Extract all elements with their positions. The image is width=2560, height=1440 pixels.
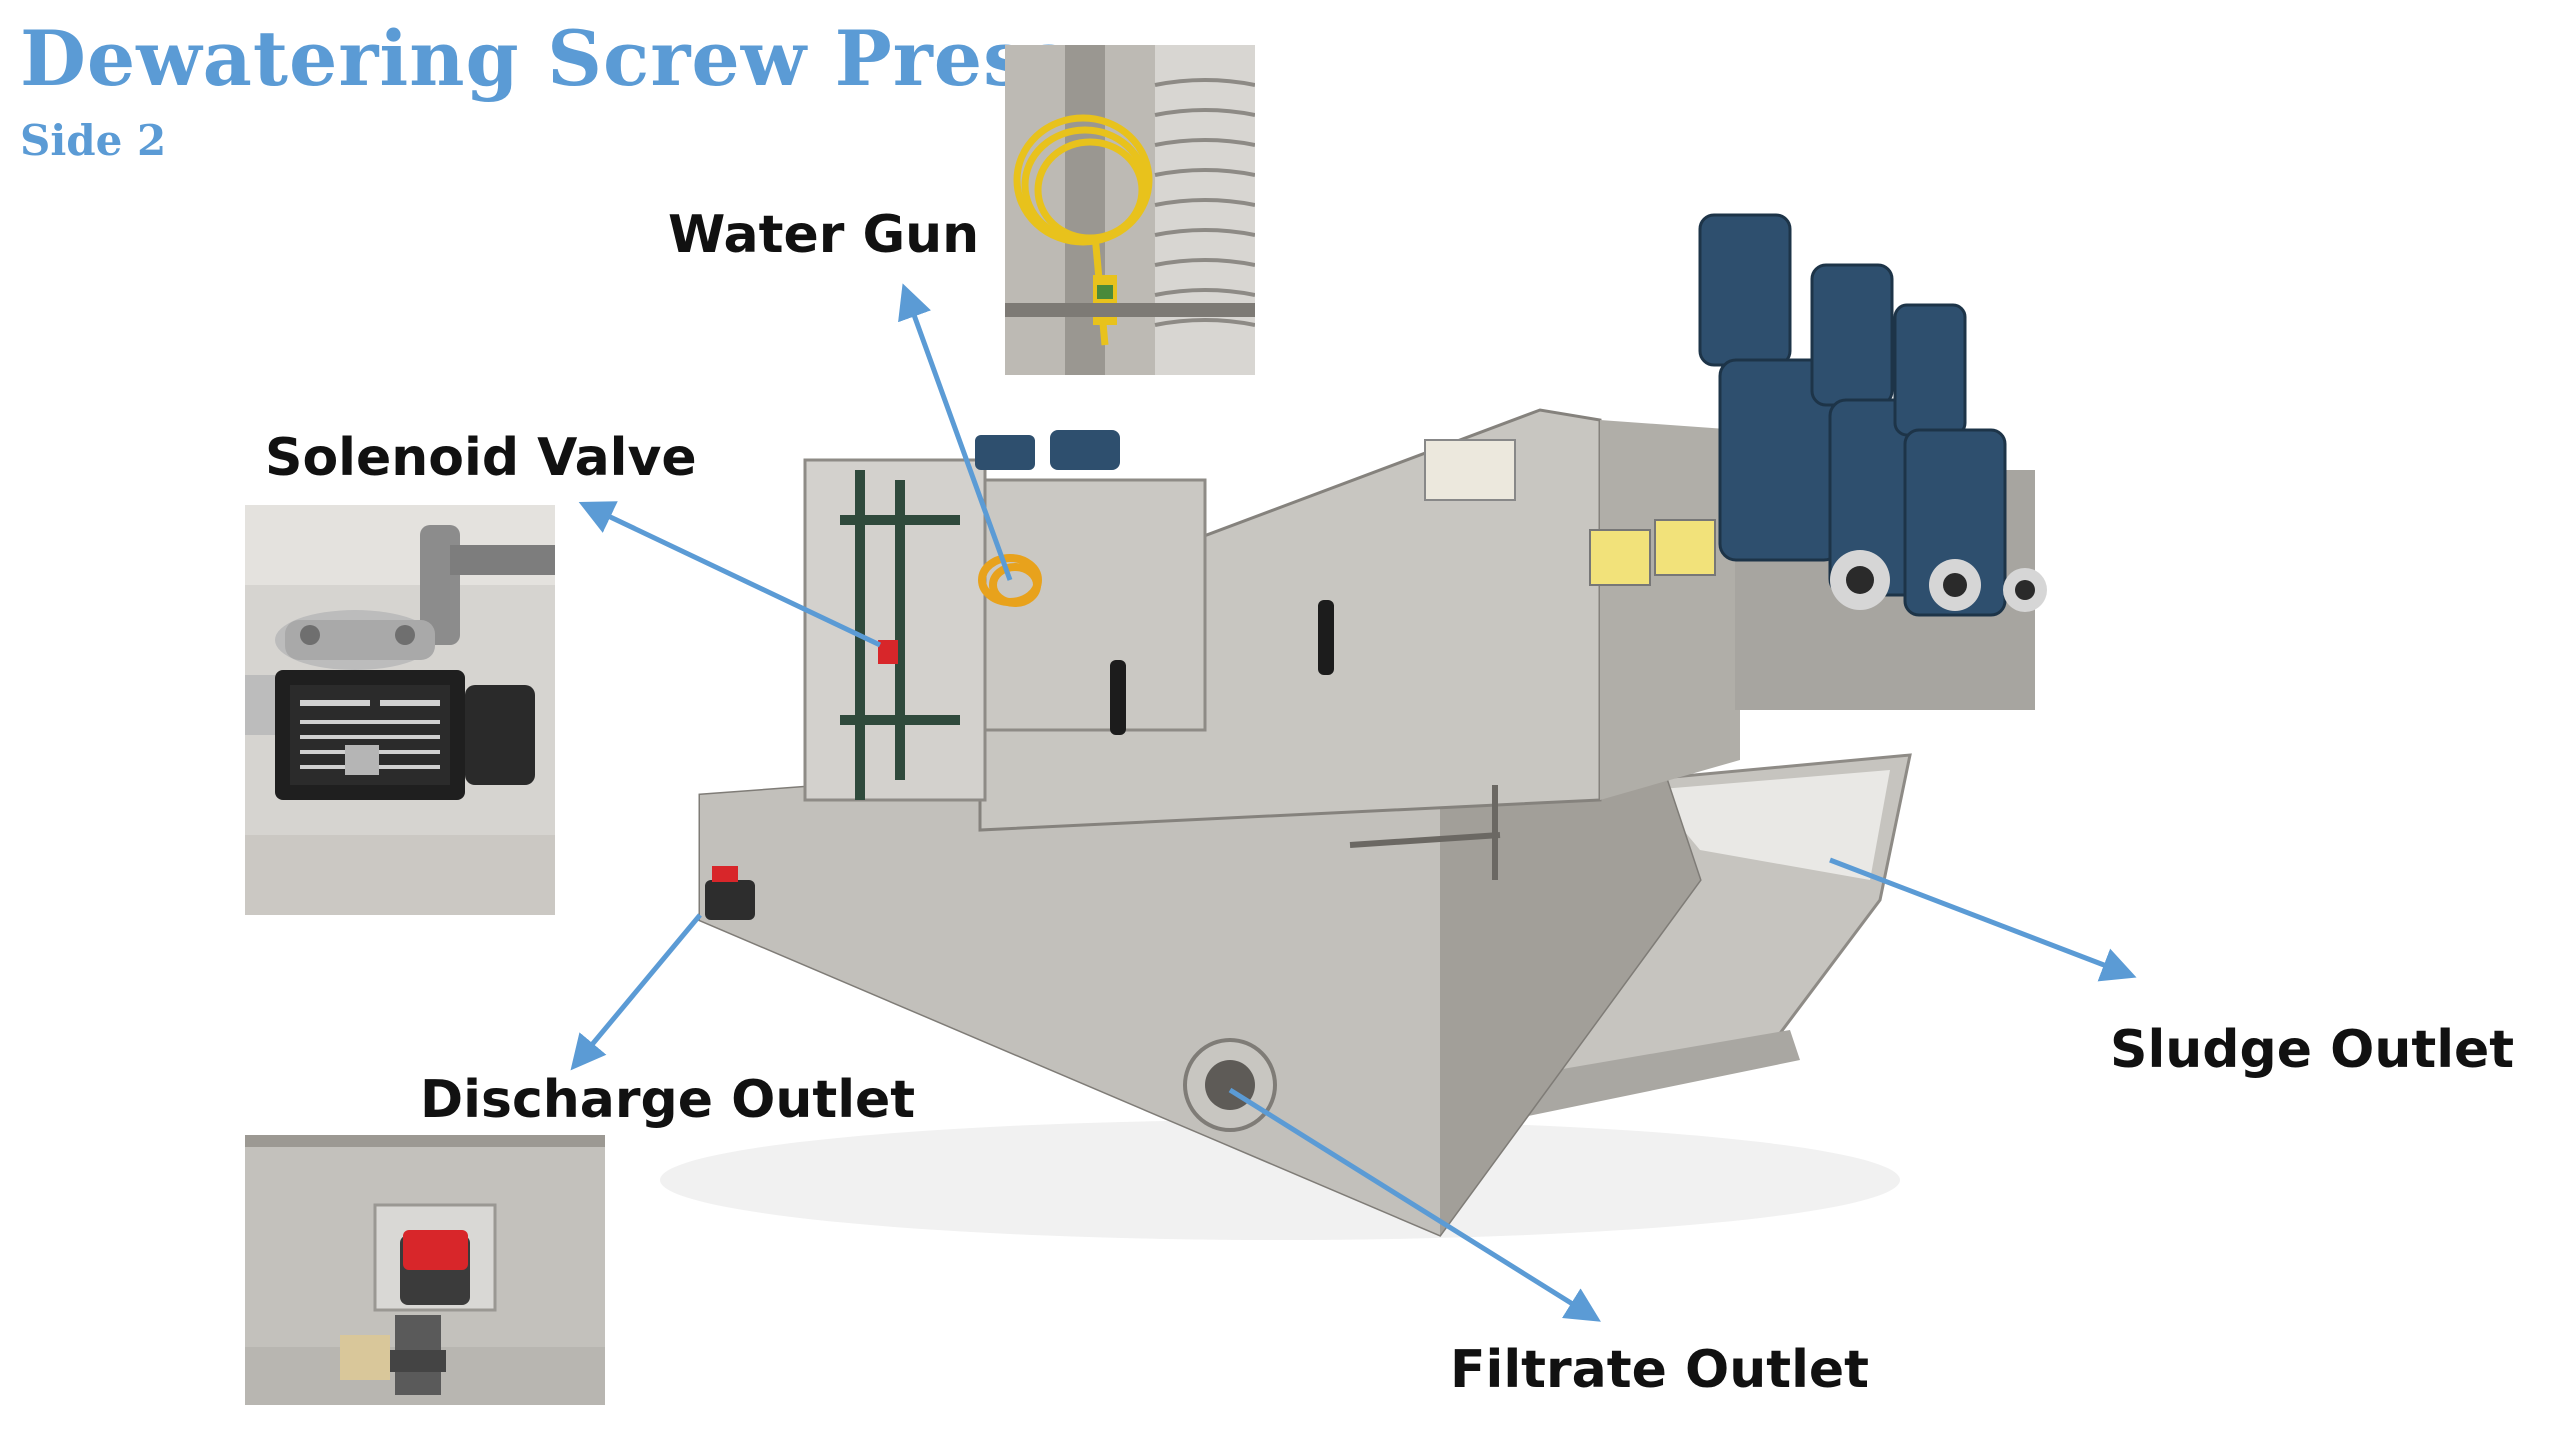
water-gun-label: Water Gun [668, 205, 980, 265]
discharge-outlet-photo [245, 1135, 605, 1405]
discharge-outlet-label: Discharge Outlet [420, 1070, 916, 1130]
filtrate-outlet-label: Filtrate Outlet [1450, 1340, 1870, 1400]
water-gun-photo [1005, 45, 1255, 375]
sludge-outlet-label: Sludge Outlet [2110, 1020, 2515, 1080]
discharge-outlet-arrow [570, 913, 702, 1071]
sludge-outlet-arrow [1829, 857, 2137, 982]
filtrate-outlet-arrow [1228, 1087, 1601, 1322]
solenoid-valve-arrow [578, 501, 882, 648]
solenoid-valve-label: Solenoid Valve [265, 428, 697, 488]
solenoid-valve-photo [245, 505, 555, 915]
page-title: Dewatering Screw Press [20, 14, 1071, 103]
page-subtitle: Side 2 [20, 116, 167, 165]
water-gun-arrow [898, 283, 1013, 581]
